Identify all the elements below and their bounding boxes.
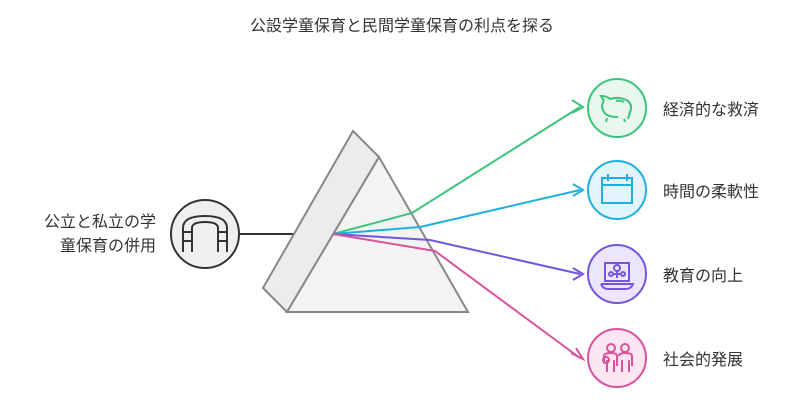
output-label-social: 社会的発展 [663,350,744,369]
arrowhead-icon [571,99,585,114]
calendar-icon [587,160,647,220]
output-label-education: 教育の向上 [663,266,744,285]
ray-economic [332,106,581,235]
output-label-time: 時間の柔軟性 [663,182,760,201]
output-label-economic: 経済的な救済 [663,100,760,119]
ray-social [332,233,581,359]
playground-ladder-icon [170,199,240,269]
source-label-line1: 公立と私立の学 [43,212,156,231]
source-label-line2: 童保育の併用 [59,236,156,255]
people-icon [587,328,647,388]
piggy-bank-icon [587,78,647,138]
arrowhead-icon [572,183,585,197]
ray-time [332,189,581,235]
arrowhead-icon [572,267,585,281]
diagram-title: 公設学童保育と民間学童保育の利点を探る [249,16,554,35]
arrowhead-icon [570,347,586,362]
source-label: 公立と私立の学 童保育の併用 [44,210,156,258]
online-class-icon [587,244,647,304]
ray-education [332,233,581,275]
